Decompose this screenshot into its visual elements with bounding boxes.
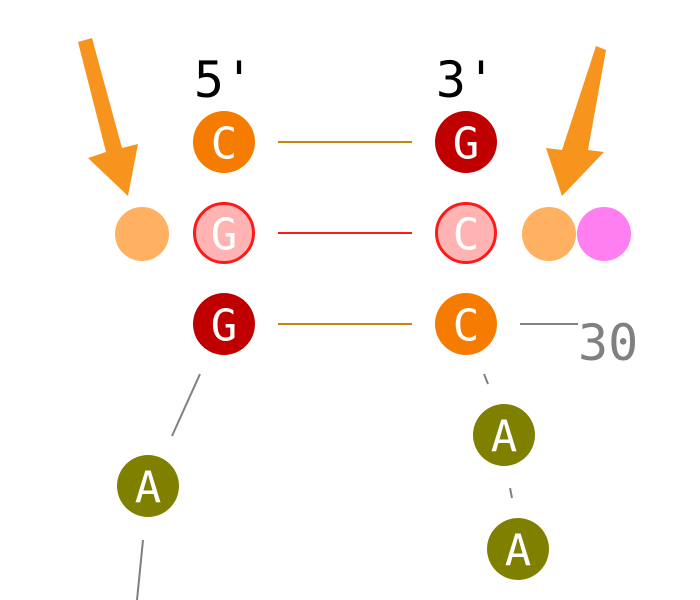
- position-label: 30: [578, 314, 638, 372]
- nucleotide-letter: G: [453, 119, 480, 170]
- nucleotide-circle: [117, 455, 179, 517]
- nucleotide-letter: G: [211, 301, 238, 352]
- nucleotide-left-2: G: [193, 202, 255, 264]
- nucleotide-letter: A: [505, 526, 532, 577]
- left-arrow-icon: [78, 38, 138, 196]
- nucleotide-letter: C: [453, 210, 480, 261]
- nucleotide-circle: [193, 111, 255, 173]
- nucleotide-circle: [193, 202, 255, 264]
- nucleotide-circle: [435, 111, 497, 173]
- nucleotide-right-1: G: [435, 111, 497, 173]
- nucleotide-left-1: C: [193, 111, 255, 173]
- three-prime-label: 3': [436, 51, 496, 109]
- marker-dot-right-pink: [577, 207, 631, 261]
- nucleotide-right-4: A: [473, 404, 535, 466]
- nucleotide-letter: A: [135, 463, 162, 514]
- nucleotide-circle: [435, 293, 497, 355]
- nucleotide-right-3: C: [435, 293, 497, 355]
- nucleotide-right-5: A: [487, 518, 549, 580]
- marker-dot-left: [115, 207, 169, 261]
- right-arrow-icon: [546, 46, 606, 196]
- nucleotide-circle: [487, 518, 549, 580]
- nucleotide-left-4: A: [117, 455, 179, 517]
- backbone-link: [483, 373, 489, 385]
- nucleotide-letter: C: [453, 301, 480, 352]
- nucleotide-circle: [473, 404, 535, 466]
- backbone-link: [509, 487, 513, 499]
- nucleotide-letter: G: [211, 210, 238, 261]
- nucleotide-circle: [193, 293, 255, 355]
- backbone-link: [136, 539, 144, 600]
- nucleotide-left-3: G: [193, 293, 255, 355]
- nucleotide-right-2: C: [435, 202, 497, 264]
- nucleotide-letter: C: [211, 119, 238, 170]
- five-prime-label: 5': [194, 51, 254, 109]
- backbone-link: [171, 373, 201, 437]
- nucleotide-letter: A: [491, 412, 518, 463]
- nucleotide-circle: [435, 202, 497, 264]
- marker-dot-right-orange: [522, 207, 576, 261]
